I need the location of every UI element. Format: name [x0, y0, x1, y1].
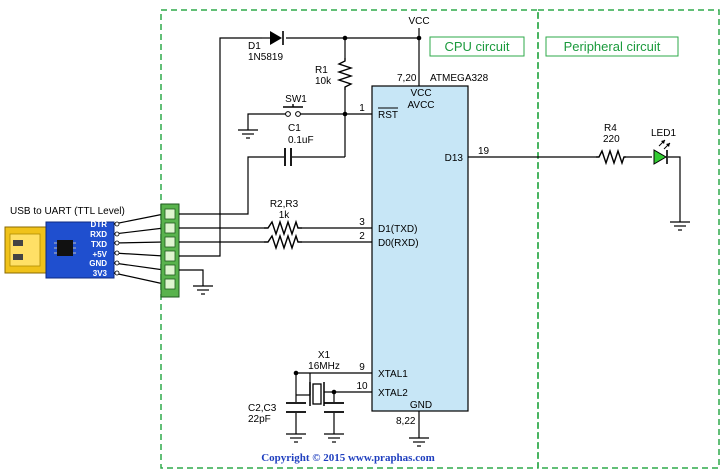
mcu-pin-xtal1-num: 9 — [359, 362, 365, 373]
led1-ref: LED1 — [651, 128, 676, 139]
usb-wires — [113, 213, 165, 285]
ground-c3 — [324, 433, 344, 443]
mcu-vcc-pin-num: 7,20 — [397, 73, 417, 84]
usb-pin-gnd: GND — [89, 259, 107, 268]
cpu-header-box — [429, 36, 525, 57]
capacitor-c2 — [286, 402, 306, 413]
mcu-pin-rst: RST — [378, 110, 398, 121]
mcu-pin-rxd: D0(RXD) — [378, 238, 419, 249]
led-led1 — [653, 139, 671, 165]
ground-connector — [193, 285, 213, 295]
wiring — [179, 28, 681, 438]
header-connector — [160, 203, 180, 298]
peripheral-header: Peripheral circuit — [564, 39, 661, 54]
mcu-pin-xtal2-num: 10 — [356, 381, 368, 392]
usb-pin-3v3: 3V3 — [93, 269, 108, 278]
switch-sw1 — [283, 104, 303, 117]
usb-pads — [114, 221, 120, 276]
x1-value: 16MHz — [308, 361, 340, 372]
c1-ref: C1 — [288, 123, 301, 134]
r4-ref: R4 — [604, 123, 617, 134]
ground-led — [670, 221, 690, 231]
mcu-pin-d13: D13 — [445, 153, 464, 164]
mcu-gnd-label: GND — [410, 400, 432, 411]
sw1-ref: SW1 — [285, 94, 307, 105]
usb-pin-dtr: DTR — [91, 220, 108, 229]
capacitor-c1 — [284, 148, 292, 166]
c23-ref: C2,C3 — [248, 403, 277, 414]
mcu-avcc-label: AVCC — [407, 100, 434, 111]
usb-contact — [13, 240, 23, 246]
ground-mcu — [409, 437, 429, 447]
r23-ref: R2,R3 — [270, 199, 299, 210]
usb-pin-txd: TXD — [91, 240, 107, 249]
usb-contact — [13, 254, 23, 260]
mcu-pin-txd: D1(TXD) — [378, 224, 417, 235]
mcu-gnd-pin-num: 8,22 — [396, 416, 416, 427]
resistor-r2 — [264, 219, 302, 237]
mcu-pin-txd-num: 3 — [359, 217, 365, 228]
c23-value: 22pF — [248, 414, 271, 425]
vcc-label: VCC — [408, 16, 429, 27]
junctions — [293, 35, 422, 395]
usb-pin-rxd: RXD — [90, 230, 107, 239]
usb-module: DTR RXD TXD +5V GND 3V3 — [4, 220, 115, 279]
ground-sw1 — [238, 129, 258, 139]
mcu-body — [371, 85, 469, 412]
usb-plug-inner — [9, 233, 41, 267]
r4-value: 220 — [603, 134, 620, 145]
resistor-r4 — [596, 148, 626, 166]
r1-ref: R1 — [315, 65, 328, 76]
d1-ref: D1 — [248, 41, 261, 52]
resistor-r1 — [336, 58, 354, 90]
mcu-pin-d13-num: 19 — [478, 146, 490, 157]
mcu-pin-xtal2: XTAL2 — [378, 388, 408, 399]
copyright: Copyright © 2015 www.praphas.com — [261, 452, 435, 464]
peripheral-panel — [537, 9, 720, 469]
resistor-r3 — [264, 233, 302, 251]
d1-value: 1N5819 — [248, 52, 283, 63]
usb-chip — [57, 240, 73, 256]
diode-d1 — [262, 31, 284, 45]
usb-title: USB to UART (TTL Level) — [10, 206, 125, 217]
r23-value: 1k — [279, 210, 291, 221]
mcu-name: ATMEGA328 — [430, 73, 489, 84]
mcu-pin-rst-num: 1 — [359, 103, 365, 114]
mcu-pin-rxd-num: 2 — [359, 231, 365, 242]
usb-pin-5v: +5V — [93, 250, 108, 259]
crystal-x1 — [309, 382, 325, 406]
peripheral-header-box — [545, 36, 679, 57]
usb-chip-pins — [54, 242, 76, 254]
mcu-pin-xtal1: XTAL1 — [378, 369, 408, 380]
r1-value: 10k — [315, 76, 332, 87]
ground-c2 — [286, 433, 306, 443]
cpu-header: CPU circuit — [444, 39, 509, 54]
c1-value: 0.1uF — [288, 135, 314, 146]
mcu-vcc-label: VCC — [410, 88, 431, 99]
x1-ref: X1 — [318, 350, 331, 361]
capacitor-c3 — [324, 402, 344, 413]
